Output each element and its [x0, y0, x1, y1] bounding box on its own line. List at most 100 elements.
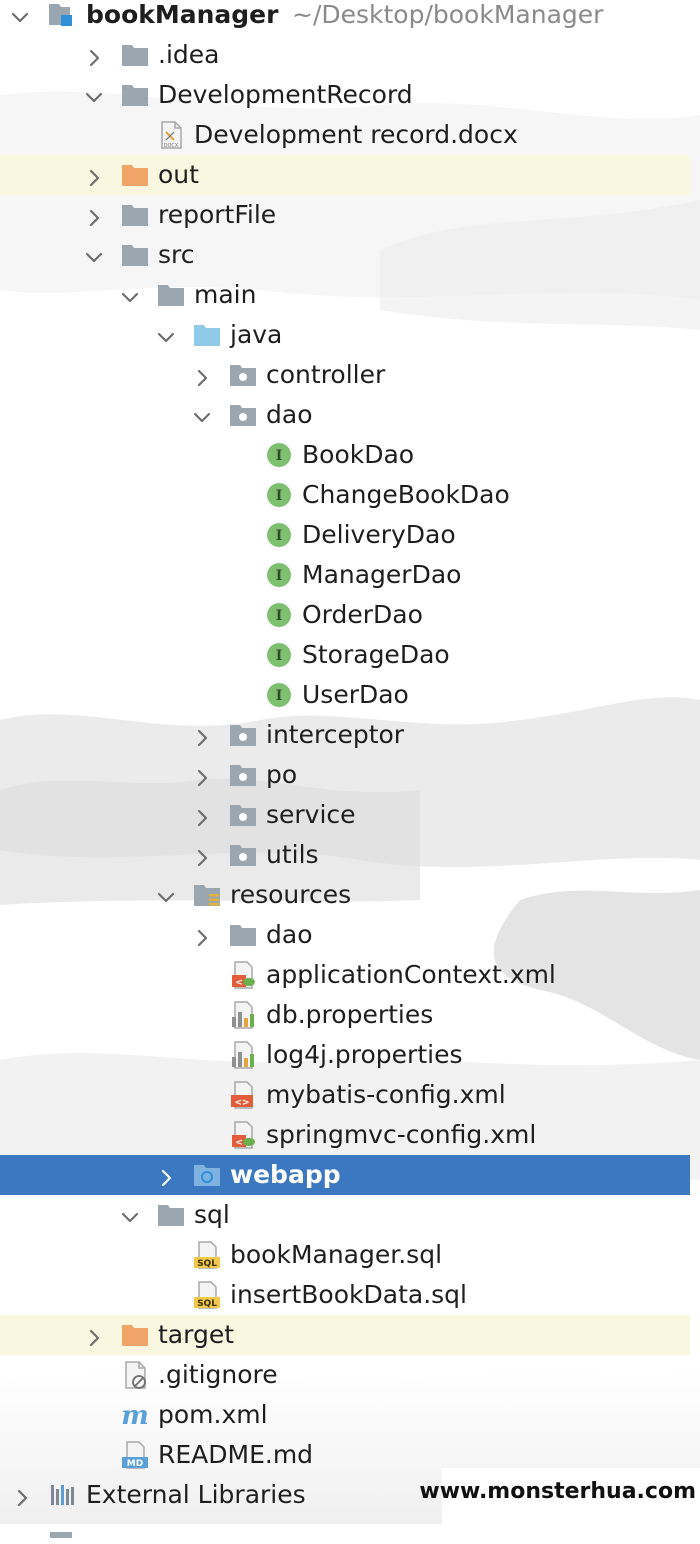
- tree-node-log4j-properties[interactable]: log4j.properties: [0, 1035, 700, 1075]
- chevron-right-icon[interactable]: [84, 165, 104, 187]
- tree-node-main[interactable]: main: [0, 275, 700, 315]
- tree-node-po[interactable]: po: [0, 755, 700, 795]
- tree-node-interceptor[interactable]: interceptor: [0, 715, 700, 755]
- chevron-right-icon[interactable]: [84, 205, 104, 227]
- resources-folder-icon: [192, 880, 222, 910]
- tree-node-managerdao[interactable]: I ManagerDao: [0, 555, 700, 595]
- chevron-right-icon[interactable]: [156, 1165, 176, 1187]
- tree-node-label: controller: [266, 360, 386, 389]
- chevron-down-icon[interactable]: [156, 885, 176, 905]
- tree-node-dao[interactable]: dao: [0, 915, 700, 955]
- chevron-right-icon[interactable]: [192, 925, 212, 947]
- tree-node-label: log4j.properties: [266, 1040, 463, 1069]
- tree-node-resources[interactable]: resources: [0, 875, 700, 915]
- tree-node-applicationcontext-xml[interactable]: <applicationContext.xml: [0, 955, 700, 995]
- watermark: www.monsterhua.com: [419, 1468, 700, 1524]
- chevron-down-icon[interactable]: [84, 85, 104, 105]
- tree-node-label: db.properties: [266, 1000, 434, 1029]
- interface-icon: I: [264, 680, 294, 710]
- tree-node-label: java: [230, 320, 283, 349]
- chevron-right-icon[interactable]: [192, 805, 212, 827]
- svg-text:<: <: [235, 978, 243, 988]
- tree-node-utils[interactable]: utils: [0, 835, 700, 875]
- chevron-right-icon[interactable]: [192, 365, 212, 387]
- tree-node-label: External Libraries: [86, 1480, 306, 1509]
- package-icon: [228, 400, 258, 430]
- chevron-down-icon[interactable]: [120, 1205, 140, 1225]
- tree-node-out[interactable]: out: [0, 155, 690, 195]
- chevron-right-icon[interactable]: [12, 1485, 32, 1507]
- chevron-right-icon[interactable]: [192, 845, 212, 867]
- svg-text:DOCX: DOCX: [164, 143, 179, 149]
- tree-node-label: ManagerDao: [302, 560, 462, 589]
- project-module-icon: [46, 0, 76, 30]
- chevron-right-icon[interactable]: [192, 765, 212, 787]
- tree-node-label: .idea: [158, 40, 220, 69]
- interface-icon: I: [264, 560, 294, 590]
- tree-node-webapp[interactable]: webapp: [0, 1155, 690, 1195]
- tree-node-userdao[interactable]: I UserDao: [0, 675, 700, 715]
- tree-node-service[interactable]: service: [0, 795, 700, 835]
- tree-node-storagedao[interactable]: I StorageDao: [0, 635, 700, 675]
- tree-node-gitignore[interactable]: .gitignore: [0, 1355, 700, 1395]
- tree-node-label: bookManager: [86, 0, 279, 29]
- xml-file-icon: <>: [228, 1080, 258, 1110]
- docx-file-icon: DOCX: [156, 120, 186, 150]
- svg-text:I: I: [276, 648, 283, 664]
- tree-node-label: .gitignore: [158, 1360, 278, 1389]
- tree-node-sql[interactable]: sql: [0, 1195, 700, 1235]
- tree-node-label: reportFile: [158, 200, 277, 229]
- chevron-right-icon[interactable]: [192, 725, 212, 747]
- tree-node-label: ChangeBookDao: [302, 480, 510, 509]
- chevron-down-icon[interactable]: [84, 245, 104, 265]
- chevron-down-icon[interactable]: [192, 405, 212, 425]
- source-root-folder-icon: [192, 320, 222, 350]
- svg-text:SQL: SQL: [197, 1259, 217, 1269]
- tree-node-dao[interactable]: dao: [0, 395, 700, 435]
- tree-node-label: interceptor: [266, 720, 405, 749]
- sql-file-icon: SQL: [192, 1280, 222, 1310]
- tree-node-label: dao: [266, 920, 313, 949]
- tree-node-label: insertBookData.sql: [230, 1280, 467, 1309]
- tree-node-mybatis-config-xml[interactable]: <> mybatis-config.xml: [0, 1075, 700, 1115]
- tree-node-label: UserDao: [302, 680, 409, 709]
- tree-node-bookmanager-sql[interactable]: SQL bookManager.sql: [0, 1235, 700, 1275]
- tree-node-db-properties[interactable]: db.properties: [0, 995, 700, 1035]
- interface-icon: I: [264, 520, 294, 550]
- tree-node-external-libraries[interactable]: External Libraries: [0, 1475, 700, 1515]
- tree-node-src[interactable]: src: [0, 235, 700, 275]
- chevron-down-icon[interactable]: [10, 5, 30, 25]
- tree-node-label: bookManager.sql: [230, 1240, 443, 1269]
- tree-node-idea[interactable]: .idea: [0, 35, 700, 75]
- folder-icon: [156, 280, 186, 310]
- tree-node-bookmanager[interactable]: bookManager~/Desktop/bookManager: [0, 0, 700, 35]
- tree-node-springmvc-config-xml[interactable]: <springmvc-config.xml: [0, 1115, 700, 1155]
- tree-node-target[interactable]: target: [0, 1315, 690, 1355]
- tree-node-label: webapp: [230, 1160, 341, 1189]
- folder-icon: [120, 40, 150, 70]
- tree-node-reportfile[interactable]: reportFile: [0, 195, 700, 235]
- tree-node-controller[interactable]: controller: [0, 355, 700, 395]
- chevron-right-icon[interactable]: [84, 1325, 104, 1347]
- chevron-right-icon[interactable]: [84, 45, 104, 67]
- spring-xml-icon: <: [228, 960, 258, 990]
- chevron-down-icon[interactable]: [156, 325, 176, 345]
- tree-node-label: mybatis-config.xml: [266, 1080, 506, 1109]
- folder-icon: [120, 80, 150, 110]
- svg-text:I: I: [276, 608, 283, 624]
- tree-node-label: utils: [266, 840, 319, 869]
- tree-node-label: StorageDao: [302, 640, 450, 669]
- tree-node-label: BookDao: [302, 440, 415, 469]
- tree-node-java[interactable]: java: [0, 315, 700, 355]
- tree-node-developmentrecord[interactable]: DevelopmentRecord: [0, 75, 700, 115]
- chevron-down-icon[interactable]: [120, 285, 140, 305]
- tree-node-insertbookdata-sql[interactable]: SQL insertBookData.sql: [0, 1275, 700, 1315]
